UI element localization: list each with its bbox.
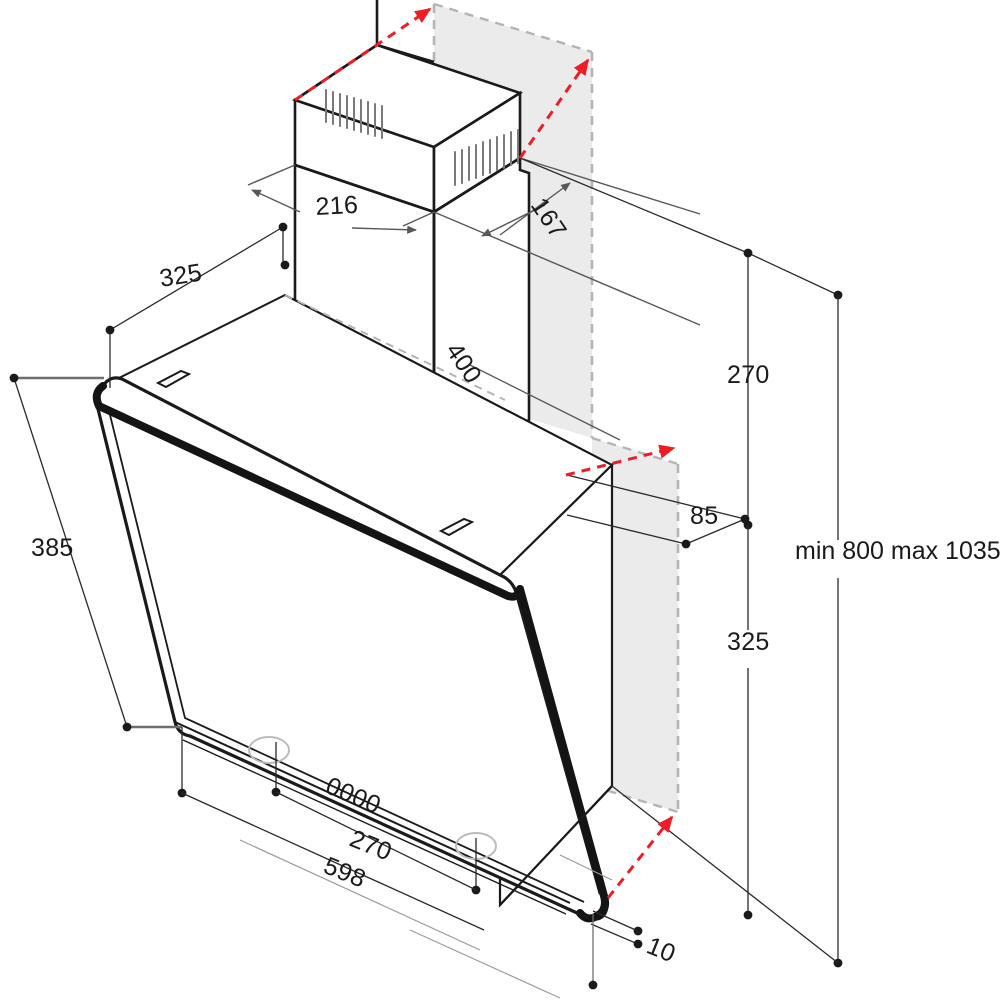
red-arrow-mid-right xyxy=(565,444,676,477)
dim-85-label: 85 xyxy=(690,502,718,530)
red-arrow-top-right xyxy=(518,58,590,159)
dim-325-top-label: 325 xyxy=(158,259,204,293)
dimension-10-group xyxy=(588,910,643,990)
chimney-vent-left xyxy=(325,89,383,139)
dim-325-right-label: 325 xyxy=(727,628,770,656)
dim-85-dot-upper xyxy=(740,514,750,524)
dim-216-ext-left xyxy=(247,164,296,186)
wall-edge-dashed-top xyxy=(433,2,593,54)
dimension-216-group xyxy=(247,164,435,234)
lamp-circle-left xyxy=(248,736,290,764)
dim-325-top-dot-right xyxy=(278,222,288,232)
dim-minmax-label: min 800 max 1035 xyxy=(795,537,1000,565)
dimension-270-right-group xyxy=(519,157,843,530)
dimension-167-group xyxy=(433,157,701,326)
red-arrow-group xyxy=(294,7,676,899)
dim-400-dashed-ref xyxy=(284,294,506,401)
control-strip-divider xyxy=(174,721,571,904)
dim-385-label: 385 xyxy=(31,534,74,562)
dim-385-line xyxy=(13,377,128,728)
dim-167-arrow-up xyxy=(499,182,571,236)
dim-10-dot-bottom xyxy=(588,980,598,990)
wall-plane-lower xyxy=(592,438,678,812)
dimension-385-group xyxy=(9,373,182,732)
dim-167-ext-upper xyxy=(519,157,701,215)
dim-325-right-leader xyxy=(611,785,839,964)
dim-598-label: 598 xyxy=(320,852,370,894)
dim-10-label: 10 xyxy=(643,932,680,969)
dimension-width-group xyxy=(177,727,485,931)
dim-85-leader-upper xyxy=(566,474,746,520)
dim-10-leader-upper xyxy=(592,910,639,932)
dimension-325-top-group xyxy=(105,222,290,388)
dim-216-label: 216 xyxy=(315,191,359,221)
mounting-tab-center xyxy=(438,517,475,537)
construction-leader-group xyxy=(239,839,613,999)
chimney-vent-right xyxy=(454,129,519,186)
hood-back-edge xyxy=(284,294,613,466)
dim-85-leader-lower xyxy=(566,514,687,545)
dimension-400-group xyxy=(284,294,621,441)
dim-270-dot-top xyxy=(743,248,753,258)
glass-bottom-return xyxy=(189,735,589,919)
dim-10-dot-lower xyxy=(633,939,643,949)
dim-270-leader-to-outer xyxy=(747,252,839,296)
dim-85-connector xyxy=(685,518,746,545)
dim-216-ext-right xyxy=(402,211,435,227)
dimension-85-group xyxy=(566,474,750,549)
dim-598-line xyxy=(181,792,485,931)
dim-270-ctrl-line xyxy=(275,791,477,891)
dim-385-dot-top xyxy=(9,373,19,383)
dim-325-top-line xyxy=(109,226,284,331)
mounting-tab-left xyxy=(155,369,192,389)
dim-167-arrow-down xyxy=(481,204,546,237)
hood-bottom-back-edge xyxy=(499,785,613,906)
leader-hood-right xyxy=(559,854,613,881)
dim-10-dot-upper xyxy=(633,926,643,936)
dim-325-right-dot-bottom xyxy=(743,910,753,920)
dim-325-top-dot-left xyxy=(105,325,115,335)
dim-270-leader-upper xyxy=(519,157,749,254)
dimension-325-right-group xyxy=(611,525,839,964)
dim-216-arrow-right xyxy=(351,225,417,234)
dim-400-leader xyxy=(469,364,621,441)
dimension-install-height-group xyxy=(833,295,843,968)
dim-325-top-dot-mid xyxy=(280,260,290,270)
red-arrow-top-left xyxy=(294,7,432,102)
hood-body-group xyxy=(92,293,614,923)
control-strip-inner xyxy=(182,739,567,915)
glass-inner-outline xyxy=(109,414,585,903)
dim-10-leader-lower xyxy=(590,923,639,945)
dim-270-right-label: 270 xyxy=(727,361,770,389)
dim-385-dot-bottom xyxy=(122,722,132,732)
dim-167-ext-lower xyxy=(433,211,701,326)
leader-hood-bottom-a xyxy=(239,839,481,951)
dim-216-arrow-left xyxy=(251,189,301,213)
dim-85-dot-lower xyxy=(681,539,691,549)
red-arrow-bottom-right xyxy=(606,815,674,899)
leader-hood-bottom-b xyxy=(409,929,561,999)
